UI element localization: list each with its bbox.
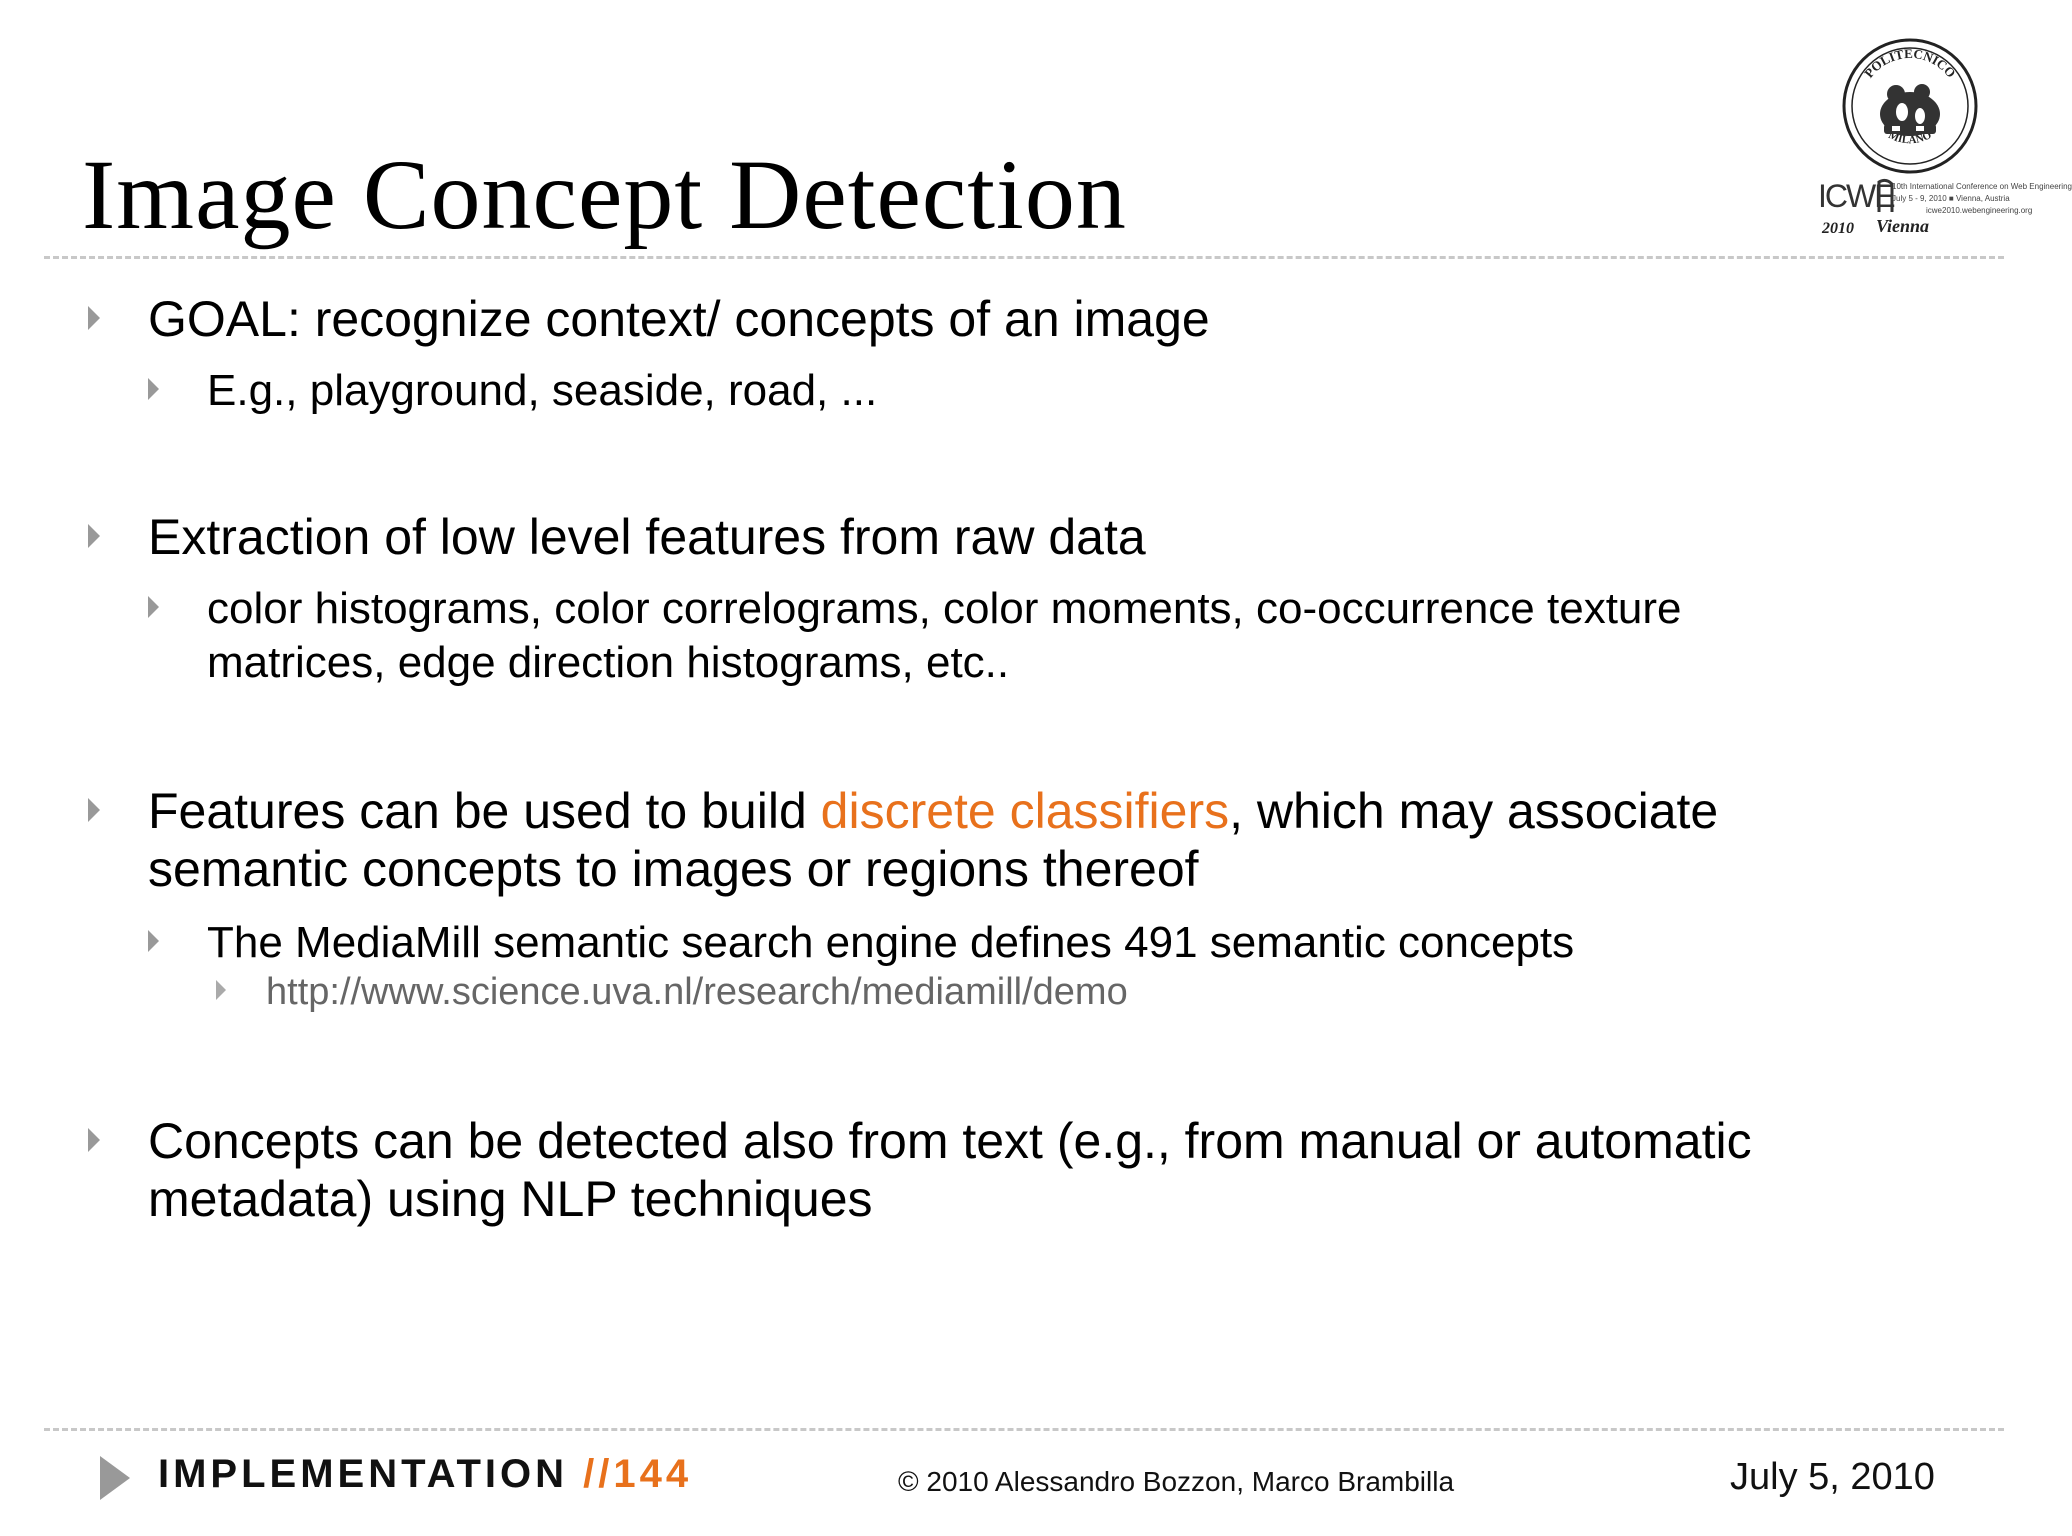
bullet-classifiers-text-before: Features can be used to build [148, 783, 821, 839]
bullet-arrow-icon [88, 306, 100, 330]
footer-arrow-icon [100, 1456, 130, 1500]
bullet-classifiers: Features can be used to build discrete c… [88, 782, 1878, 898]
footer-separator: // [583, 1452, 614, 1496]
politecnico-seal-logo: POLITECNICO MILANO [1842, 38, 1978, 174]
bullet-extraction-text: Extraction of low level features from ra… [148, 509, 1146, 565]
mediamill-demo-link[interactable]: http://www.science.uva.nl/research/media… [266, 971, 1128, 1013]
icwe-logo-mark [1877, 178, 1894, 212]
bullet-nlp-text: Concepts can be detected also from text … [148, 1113, 1752, 1227]
sub-bullet-features: color histograms, color correlograms, co… [148, 582, 1868, 690]
bullet-goal-text: GOAL: recognize context/ concepts of an … [148, 291, 1210, 347]
icwe-logo-line2: July 5 - 9, 2010 ■ Vienna, Austria [1892, 194, 2010, 203]
icwe-logo: ICWE 10th International Conference on We… [1818, 176, 2072, 242]
bullet-classifiers-text: Features can be used to build discrete c… [148, 782, 1878, 898]
bullet-arrow-icon [88, 524, 100, 548]
footer-section-text: IMPLEMENTATION // [158, 1452, 614, 1496]
footer-page-number: 144 [613, 1452, 693, 1496]
sub-bullet-examples-text: E.g., playground, seaside, road, ... [207, 366, 878, 415]
footer-copyright: © 2010 Alessandro Bozzon, Marco Brambill… [898, 1466, 1455, 1497]
footer-date: July 5, 2010 [1730, 1456, 1935, 1498]
bullet-arrow-icon [88, 1128, 100, 1152]
icwe-logo-city: Vienna [1876, 216, 1930, 236]
slide-title: Image Concept Detection [82, 139, 1127, 250]
icwe-logo-line1: 10th International Conference on Web Eng… [1892, 182, 2072, 191]
sub-bullet-examples: E.g., playground, seaside, road, ... [148, 364, 1848, 418]
bullet-arrow-icon [148, 930, 159, 952]
icwe-logo-year: 2010 [1822, 220, 1854, 237]
bullet-goal: GOAL: recognize context/ concepts of an … [88, 290, 1888, 348]
highlight-discrete-classifiers: discrete classifiers [820, 783, 1230, 839]
icwe-logo-line3: icwe2010.webengineering.org [1926, 206, 2033, 215]
bullet-arrow-icon [148, 378, 159, 400]
sub-sub-bullet-link: http://www.science.uva.nl/research/media… [216, 968, 1816, 1016]
sub-bullet-features-text: color histograms, color correlograms, co… [207, 584, 1682, 687]
icwe-logo-text: ICWE [1818, 178, 1896, 214]
bullet-arrow-icon [88, 798, 100, 822]
sub-bullet-mediamill-text: The MediaMill semantic search engine def… [207, 918, 1575, 967]
bullet-extraction: Extraction of low level features from ra… [88, 508, 1888, 566]
footer-divider [44, 1428, 2004, 1431]
bullet-classifiers-text-after: , which may associate semantic concepts … [148, 783, 1719, 897]
title-divider [44, 256, 2004, 259]
bullet-nlp: Concepts can be detected also from text … [88, 1112, 1878, 1228]
bullet-arrow-icon [216, 980, 226, 1000]
sub-bullet-mediamill: The MediaMill semantic search engine def… [148, 916, 1848, 970]
bullet-arrow-icon [148, 596, 159, 618]
footer-section-label: IMPLEMENTATION //144 [158, 1452, 692, 1497]
